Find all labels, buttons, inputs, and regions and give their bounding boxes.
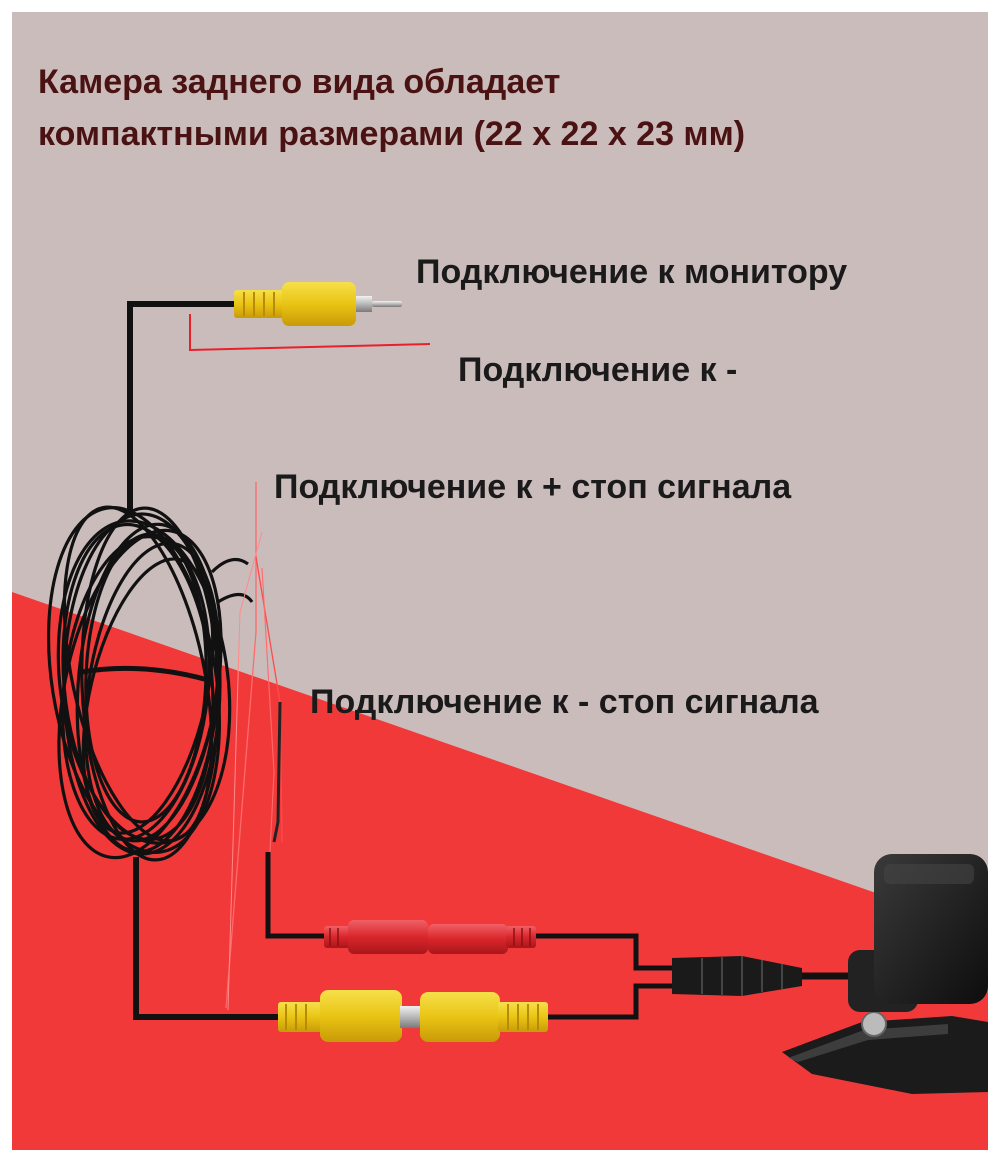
rca-plug-yellow-icon [234,282,402,326]
video-cable-to-camera [548,983,676,1020]
wiring-diagram [12,12,988,1150]
page-title: Камера заднего вида обладает компактными… [38,63,746,153]
stop-minus-wire [265,701,330,939]
label-minus-connection: Подключение к - [458,351,738,389]
rca-plug-red-icon [324,920,536,954]
background-red-wedge [12,592,988,1150]
rear-view-camera-icon [782,854,988,1094]
minus-wire [189,314,431,352]
label-stop-plus-connection: Подключение к + стоп сигнала [274,468,792,506]
cable-coil-icon [46,505,254,862]
rca-plug-yellow-lower-icon [278,990,548,1042]
power-cable [536,933,676,971]
product-image: Камера заднего вида обладает компактными… [12,12,988,1150]
video-cable [133,857,282,1020]
label-stop-minus-connection: Подключение к - стоп сигнала [310,683,819,721]
monitor-cable [127,301,238,517]
label-monitor-connection: Подключение к монитору [416,253,848,291]
